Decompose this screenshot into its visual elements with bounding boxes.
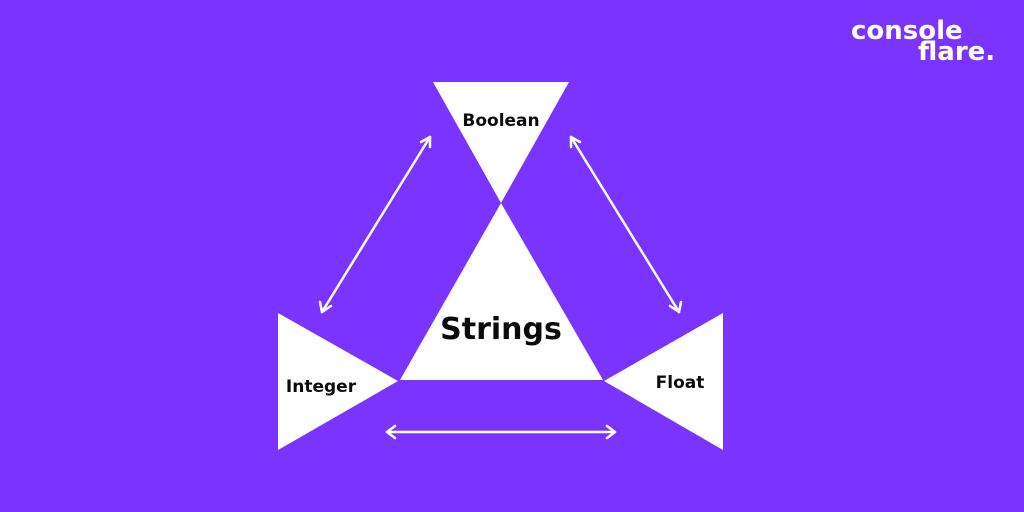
strings-triangle — [400, 203, 603, 380]
boolean-label: Boolean — [462, 111, 539, 131]
boolean-triangle — [433, 82, 569, 203]
integer-label: Integer — [286, 377, 357, 397]
integer-triangle — [278, 313, 398, 450]
bottom-double-arrow — [385, 424, 617, 440]
right-double-arrow — [569, 135, 683, 314]
float-triangle — [604, 313, 723, 450]
brand-line-1: console — [851, 16, 963, 46]
strings-label: Strings — [440, 312, 562, 347]
brand-logo: console flare. — [851, 16, 995, 67]
float-label: Float — [656, 373, 705, 393]
left-double-arrow — [318, 135, 432, 314]
brand-line-2: flare. — [918, 37, 995, 67]
